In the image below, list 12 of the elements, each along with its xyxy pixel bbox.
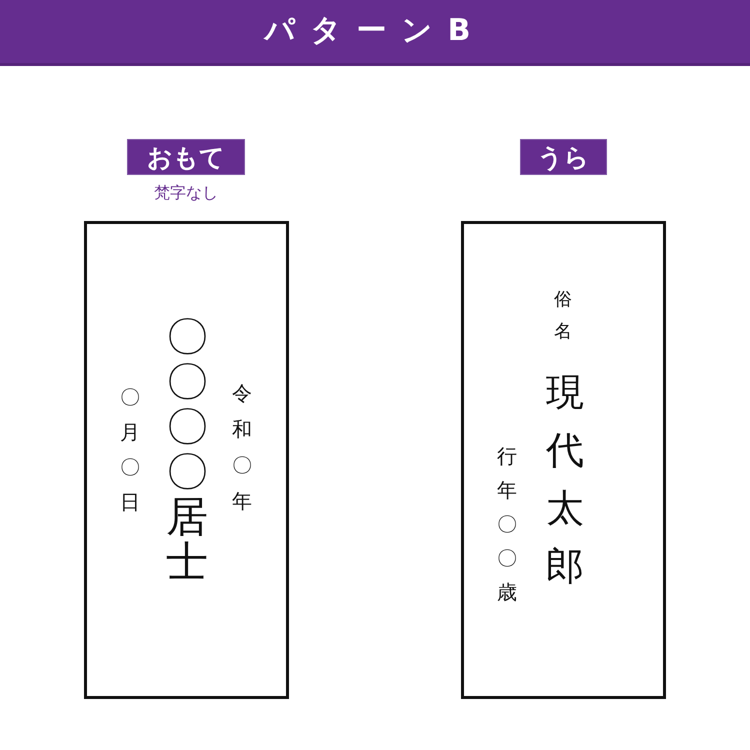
note-text: 梵字なし	[154, 183, 218, 203]
secular-name: 現代太郎	[545, 369, 585, 590]
posthumous-name: 〇〇〇〇居士	[165, 314, 209, 584]
secular-name-heading: 俗名	[553, 288, 573, 344]
era-year-text: 令和〇年	[231, 380, 253, 515]
death-date-text: 〇月〇日	[119, 384, 141, 516]
age-text: 行年〇〇歳	[496, 443, 518, 606]
title-text: パターンB	[264, 12, 486, 50]
memorial-tablet	[461, 221, 666, 699]
memorial-tablet	[84, 221, 289, 699]
section-tab: うら	[520, 139, 607, 175]
section-tab: おもて	[127, 139, 245, 175]
